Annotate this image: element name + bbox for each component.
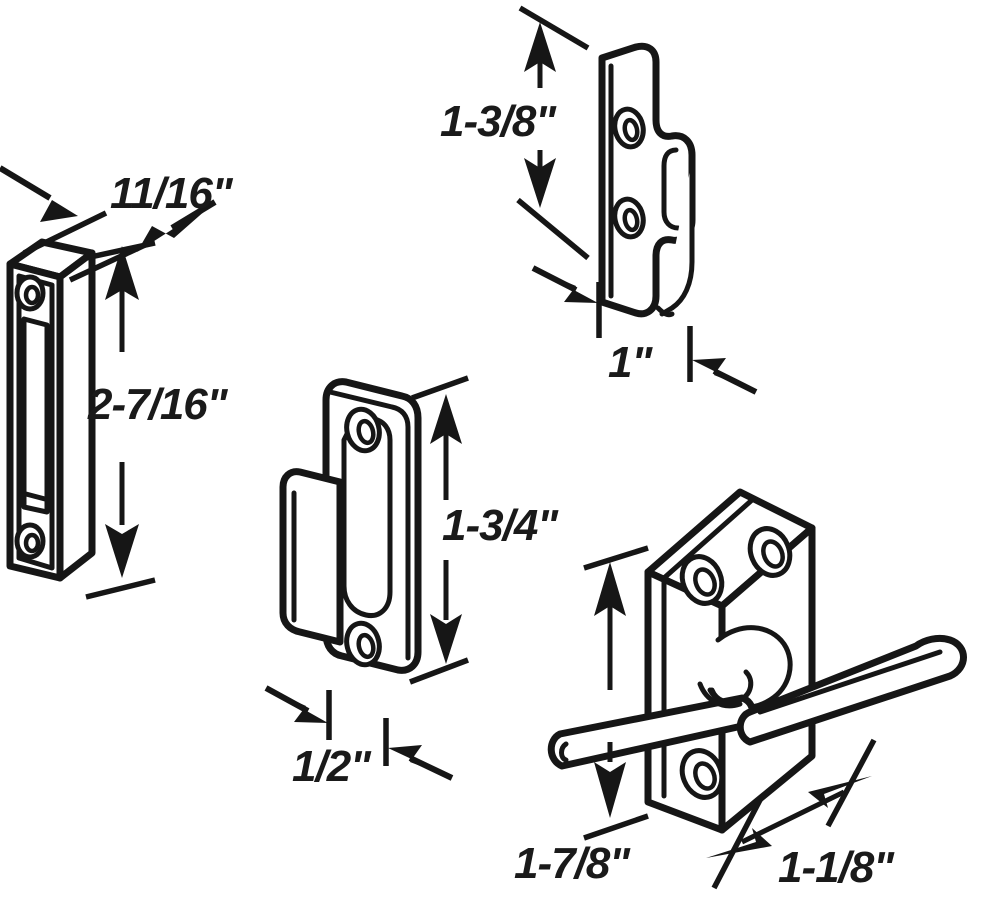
dimension-handle-width-arrows [706,738,877,890]
dimension-label-strike-height: 2-7/16" [88,380,228,429]
part-keeper-latch [279,378,422,674]
dimension-label-handle-height: 1-7/8" [514,839,630,888]
dimension-label-hook-width: 1" [608,338,652,387]
dimension-strike-depth-lines [0,165,217,283]
dimension-label-keeper-width: 1/2" [292,742,371,791]
dimension-hook-height-arrows [516,5,590,261]
dimension-keeper-width-arrows [264,685,454,781]
dimension-keeper-height-arrows [409,375,469,685]
dimension-hook-width-arrows [531,265,758,395]
part-lever-handle [547,488,967,834]
dimension-strike-height-arrows [85,240,156,600]
part-strike-plate [6,238,96,582]
dimension-label-handle-width: 1-1/8" [778,843,894,892]
dimension-label-strike-depth: 11/16" [110,169,233,218]
part-hook-bracket [598,42,696,318]
dimension-label-hook-height: 1-3/8" [440,97,556,146]
dimension-handle-height-arrows [583,545,649,841]
dimension-label-keeper-height: 1-3/4" [442,501,558,550]
